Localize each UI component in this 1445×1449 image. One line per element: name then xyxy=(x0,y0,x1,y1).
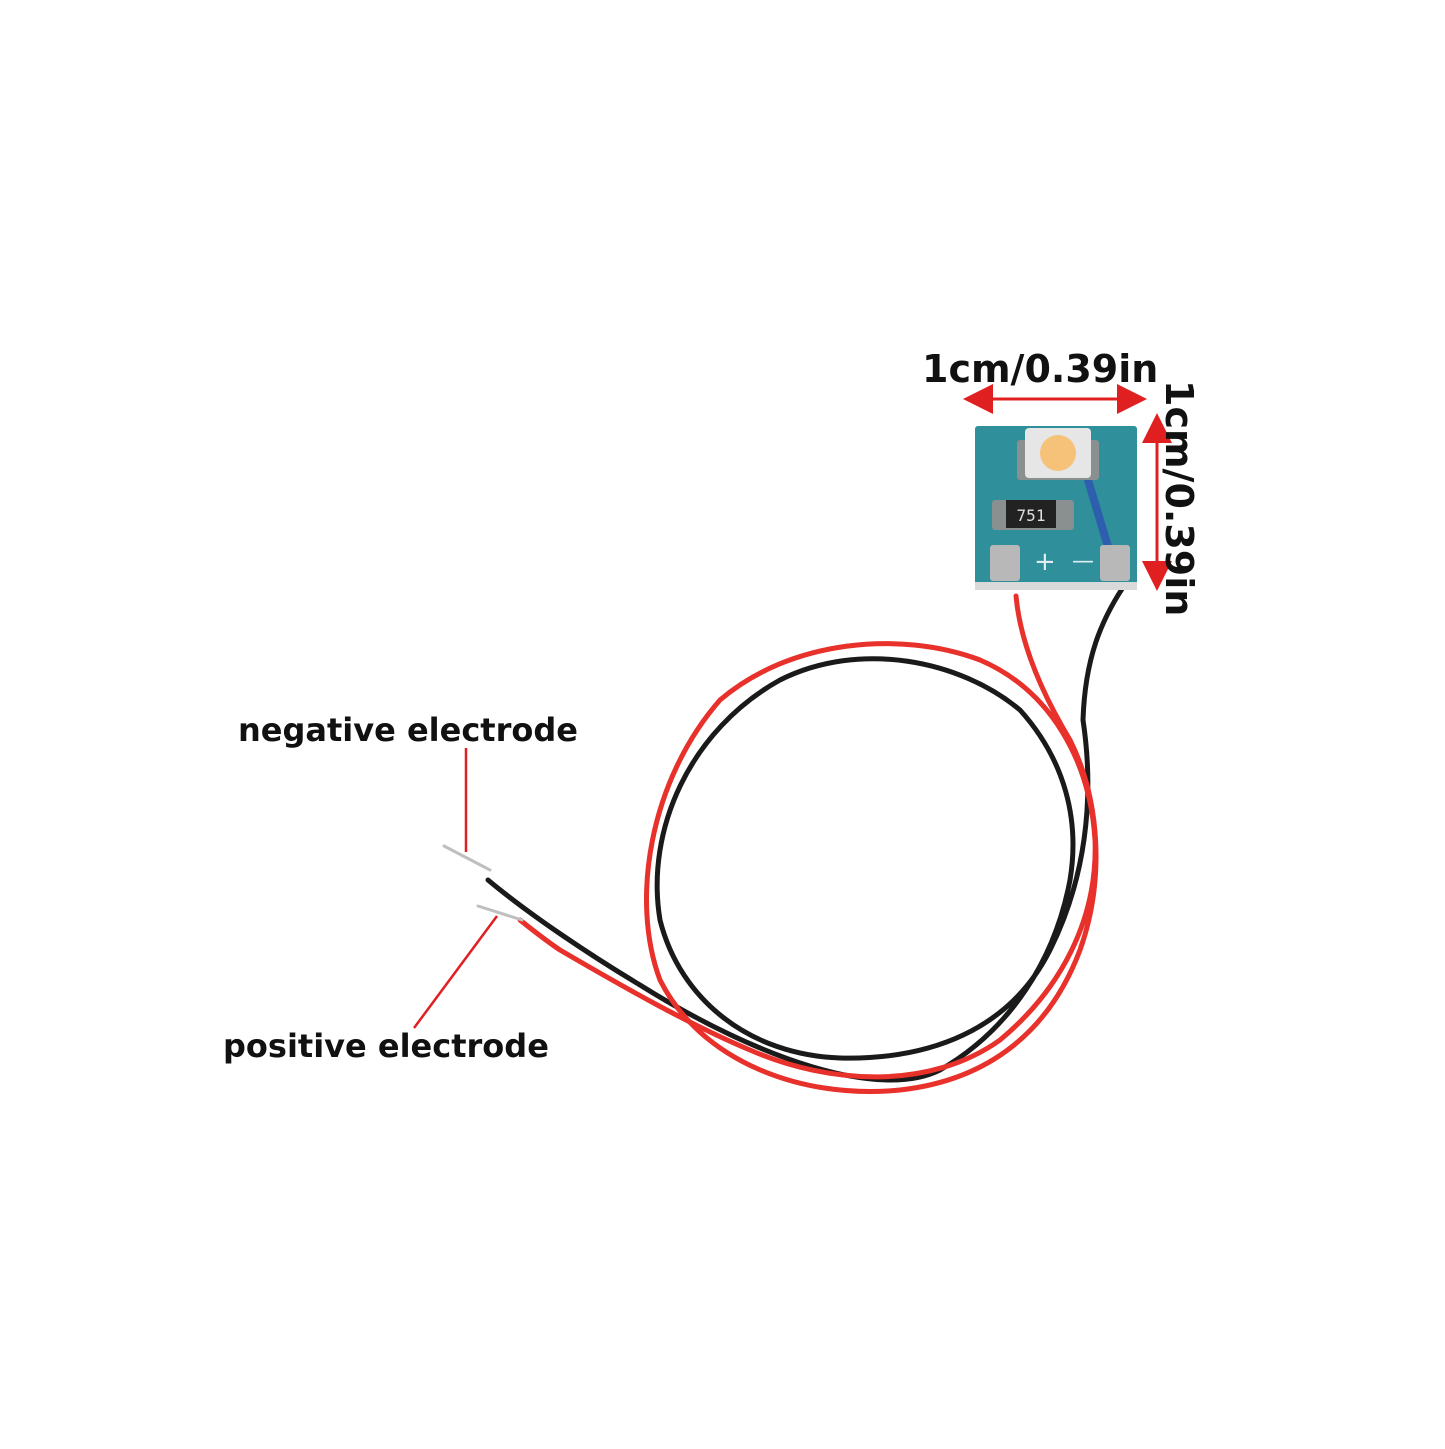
width-dimension-label: 1cm/0.39in xyxy=(922,347,1159,391)
positive-electrode-label: positive electrode xyxy=(223,1027,549,1065)
resistor xyxy=(1006,500,1056,528)
positive-pad xyxy=(990,545,1020,581)
plus-symbol: + xyxy=(1034,547,1056,577)
negative-pad xyxy=(1100,545,1130,581)
red-wire xyxy=(517,593,1099,1094)
positive-pointer-line xyxy=(412,915,499,1029)
wire-loop xyxy=(442,577,1131,1094)
negative-wire-tip xyxy=(442,844,492,872)
resistor-marking: 751 xyxy=(1017,506,1046,525)
height-dimension-label: 1cm/0.39in xyxy=(1157,380,1201,617)
negative-electrode-label: negative electrode xyxy=(238,711,578,749)
led-chip xyxy=(1040,435,1076,471)
minus-symbol: — xyxy=(1072,549,1094,574)
pcb-module: 751 + — xyxy=(975,426,1137,590)
positive-wire-tip xyxy=(476,904,524,922)
